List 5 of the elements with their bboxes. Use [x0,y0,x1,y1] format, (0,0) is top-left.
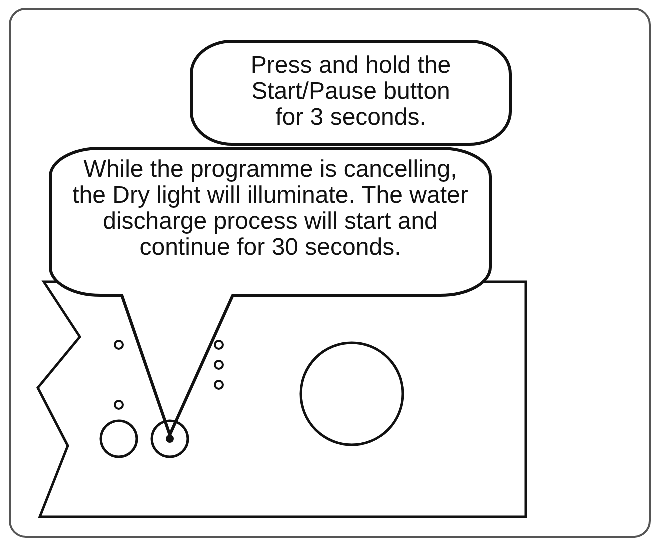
bubble-text: Press and hold the Start/Pause button for 3 seconds. [250,53,452,131]
bubble-text: While the programme is cancelling, the Dry light will illuminate. The water discharge process will start and continue for 30 seconds. [72,157,470,261]
bubble-pointer [120,294,234,436]
speech-bubble [49,147,492,297]
speech-bubble [190,40,512,146]
